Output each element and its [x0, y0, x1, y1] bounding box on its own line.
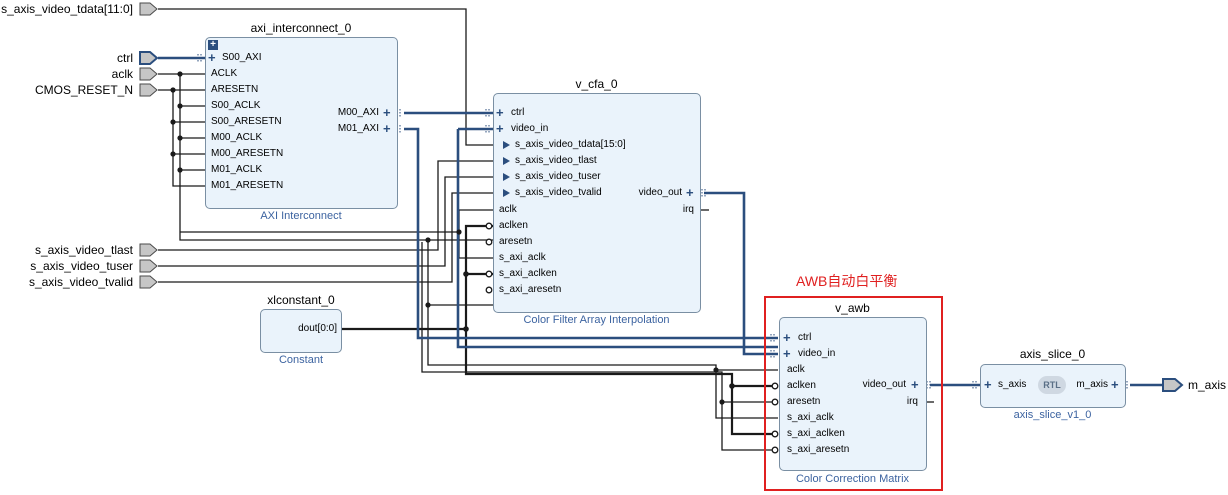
ext-port-tuser[interactable]: s_axis_video_tuser [30, 259, 133, 273]
port-arrow-m-axis [1162, 378, 1184, 392]
xlconstant-subtitle: Constant [278, 354, 324, 366]
bus-cfa-out [704, 191, 778, 356]
pin-cfa-aresetn[interactable]: aresetn [499, 236, 533, 247]
pin-awb-aclk[interactable]: aclk [787, 364, 805, 375]
highlight-box [764, 296, 943, 491]
bus-plus-icon[interactable]: + [783, 346, 791, 361]
port-arrow-ctrl [139, 51, 159, 65]
pin-cfa-tdata[interactable]: s_axis_video_tdata[15:0] [515, 139, 626, 150]
wire-tvalid [158, 192, 493, 283]
ext-port-m-axis[interactable]: m_axis [1188, 378, 1227, 392]
ext-port-tlast[interactable]: s_axis_video_tlast [34, 243, 133, 257]
expand-icon[interactable]: + [208, 40, 218, 50]
ext-port-aclk[interactable]: aclk [111, 67, 133, 81]
pin-awb-s-axi-aclk[interactable]: s_axi_aclk [787, 412, 834, 423]
pin-s00-axi[interactable]: S00_AXI [222, 52, 262, 63]
pin-awb-ctrl[interactable]: ctrl [798, 332, 812, 343]
v-cfa-block[interactable] [493, 93, 701, 313]
ext-port-ctrl[interactable]: ctrl [117, 51, 133, 65]
bus-plus-icon[interactable]: + [208, 50, 216, 65]
pin-m-axis[interactable]: m_axis [1076, 379, 1108, 390]
stream-arrow-icon [503, 157, 510, 165]
xlconstant-block[interactable] [260, 309, 342, 353]
pin-m00-aclk[interactable]: M00_ACLK [211, 132, 263, 143]
v-awb-block[interactable] [779, 317, 927, 471]
ext-port-tvalid[interactable]: s_axis_video_tvalid [28, 275, 133, 289]
port-arrow-tuser [139, 259, 158, 273]
stream-arrow-icon [503, 189, 510, 197]
pin-cfa-video-out[interactable]: video_out [638, 187, 682, 198]
v-cfa-title: v_cfa_0 [575, 77, 618, 91]
pin-cfa-irq[interactable]: irq [682, 204, 694, 215]
v-awb-subtitle: Color Correction Matrix [795, 473, 910, 485]
port-arrow-tlast [139, 243, 158, 257]
pin-s00-aresetn[interactable]: S00_ARESETN [211, 116, 282, 127]
pin-aresetn[interactable]: ARESETN [211, 84, 259, 95]
bus-plus-icon[interactable]: + [496, 105, 504, 120]
axis-slice-subtitle: axis_slice_v1_0 [1013, 409, 1092, 421]
port-arrow-tdata [139, 2, 158, 16]
pin-cfa-s-axi-aclk[interactable]: s_axi_aclk [499, 252, 546, 263]
bus-m01 [404, 127, 778, 340]
pin-aclk[interactable]: ACLK [211, 68, 238, 79]
wire-tuser [158, 176, 493, 267]
pin-m00-axi[interactable]: M00_AXI [337, 107, 379, 118]
bus-plus-icon[interactable]: + [383, 105, 391, 120]
axi-interconnect-title: axi_interconnect_0 [250, 21, 352, 35]
pin-cfa-tvalid[interactable]: s_axis_video_tvalid [515, 187, 602, 198]
pin-awb-irq[interactable]: irq [906, 396, 918, 407]
pin-awb-s-axi-aresetn[interactable]: s_axi_aresetn [787, 444, 850, 455]
pin-cfa-aclken[interactable]: aclken [499, 220, 528, 231]
wire-const [341, 224, 493, 331]
bus-plus-icon[interactable]: + [984, 377, 992, 392]
pin-m01-axi[interactable]: M01_AXI [337, 123, 379, 134]
pin-awb-video-in[interactable]: video_in [798, 348, 836, 359]
pin-cfa-tlast[interactable]: s_axis_video_tlast [515, 155, 597, 166]
wire-aclk-awb [427, 305, 778, 371]
pin-awb-s-axi-aclken[interactable]: s_axi_aclken [787, 428, 845, 439]
bus-plus-icon[interactable]: + [911, 377, 919, 392]
pin-dout[interactable]: dout[0:0] [298, 323, 337, 334]
port-arrow-reset [139, 83, 158, 97]
pin-m00-aresetn[interactable]: M00_ARESETN [211, 148, 284, 159]
stream-arrow-icon [503, 173, 510, 181]
stream-arrow-icon [503, 141, 510, 149]
bus-plus-icon[interactable]: + [686, 185, 694, 200]
bus-plus-icon[interactable]: + [783, 330, 791, 345]
pin-s00-aclk[interactable]: S00_ACLK [211, 100, 261, 111]
pin-s-axis[interactable]: s_axis [998, 379, 1027, 390]
v-cfa-subtitle: Color Filter Array Interpolation [523, 314, 670, 326]
pin-awb-aresetn[interactable]: aresetn [787, 396, 821, 407]
bus-plus-icon[interactable]: + [496, 121, 504, 136]
pin-awb-aclken[interactable]: aclken [787, 380, 816, 391]
axis-slice-title: axis_slice_0 [1019, 347, 1086, 361]
xlconstant-title: xlconstant_0 [267, 293, 335, 307]
axi-interconnect-block[interactable] [205, 37, 398, 209]
wire-tdata [158, 8, 493, 146]
bus-plus-icon[interactable]: + [1111, 377, 1119, 392]
wire-tlast [158, 160, 493, 251]
pin-cfa-aclk[interactable]: aclk [499, 204, 517, 215]
pin-m01-aclk[interactable]: M01_ACLK [211, 164, 263, 175]
highlight-label: AWB自动白平衡 [796, 273, 898, 289]
pin-cfa-s-axi-aresetn[interactable]: s_axi_aresetn [499, 284, 562, 295]
ext-port-cmos-reset[interactable]: CMOS_RESET_N [34, 83, 133, 97]
wire-aclk-v [179, 74, 493, 241]
bus-plus-icon[interactable]: + [383, 121, 391, 136]
pin-cfa-tuser[interactable]: s_axis_video_tuser [515, 171, 601, 182]
axi-interconnect-subtitle: AXI Interconnect [260, 210, 342, 222]
pin-awb-video-out[interactable]: video_out [862, 379, 906, 390]
port-arrow-tvalid [139, 275, 158, 289]
port-arrow-aclk [139, 67, 158, 81]
rtl-logo-icon: RTL [1038, 376, 1066, 394]
ext-port-tdata[interactable]: s_axis_video_tdata[11:0] [1, 2, 133, 16]
pin-cfa-s-axi-aclken[interactable]: s_axi_aclken [499, 268, 557, 279]
pin-cfa-video-in[interactable]: video_in [511, 123, 549, 134]
v-awb-title: v_awb [835, 301, 870, 315]
pin-cfa-ctrl[interactable]: ctrl [511, 107, 525, 118]
pin-m01-aresetn[interactable]: M01_ARESETN [211, 180, 284, 191]
